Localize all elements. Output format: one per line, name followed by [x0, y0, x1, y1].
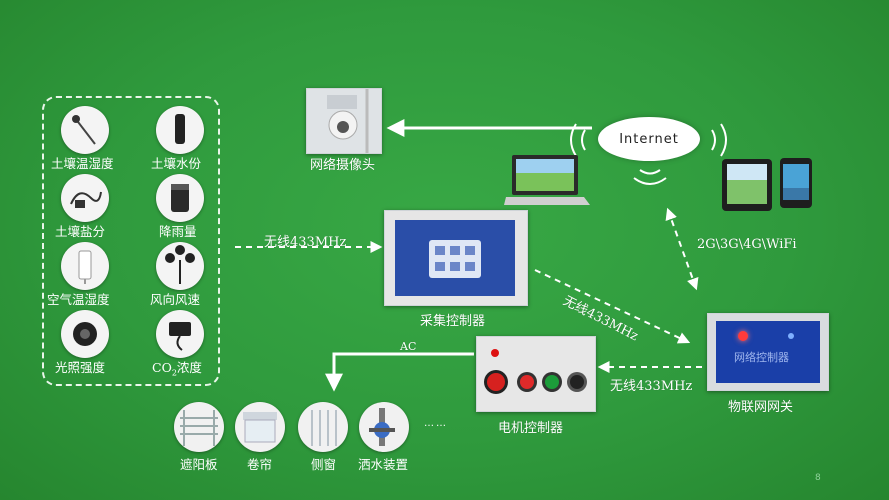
- gateway-screen: 网络控制器: [716, 321, 820, 383]
- black-indicator: [570, 375, 584, 389]
- shade-panel-icon: [174, 402, 224, 452]
- link-label-sensors-collector: 无线433MHz: [264, 235, 347, 250]
- motor-indicator-light: [491, 349, 499, 357]
- link-label-mobile: 2G\3G\4G\WiFi: [697, 237, 797, 252]
- gateway-label: 物联网网关: [728, 400, 794, 415]
- camera-label: 网络摄像头: [310, 158, 376, 173]
- anemometer-icon: [156, 242, 204, 290]
- gateway-led-blue: [788, 333, 794, 339]
- soil-moisture-sensor-icon: [156, 106, 204, 154]
- actuator-label-curtain: 卷帘: [247, 457, 273, 472]
- green-indicator: [545, 375, 559, 389]
- motor-controller-label: 电机控制器: [498, 421, 564, 436]
- sensor-label-rain: 降雨量: [159, 224, 197, 239]
- camera-icon: [307, 89, 381, 153]
- iot-gateway-photo: 网络控制器: [707, 313, 829, 391]
- side-window-icon: [298, 402, 348, 452]
- tablet-icon: [722, 159, 772, 211]
- motor-controller-photo: [476, 336, 596, 412]
- emergency-stop-button: [487, 373, 505, 391]
- internet-gateway-arrow: [665, 207, 699, 291]
- roller-curtain-icon: [235, 402, 285, 452]
- wifi-waves-bottom: [633, 169, 667, 185]
- co2-sensor-icon: [156, 310, 204, 358]
- sensor-label-wind: 风向风速: [150, 292, 201, 307]
- red-indicator: [520, 375, 534, 389]
- link-label-ac: AC: [400, 340, 417, 353]
- internet-cloud: Internet: [598, 117, 700, 161]
- sensor-group: [42, 96, 220, 386]
- actuator-label-shade: 遮阳板: [180, 457, 218, 472]
- actuator-label-window: 侧窗: [311, 457, 337, 472]
- gateway-led-red: [738, 331, 748, 341]
- sensor-label-co2: CO2浓度: [152, 360, 202, 378]
- sensor-label-soil-moisture: 土壤水份: [151, 156, 202, 171]
- sensor-label-soil-salinity: 土壤盐分: [55, 224, 106, 239]
- actuator-label-sprinkler: 洒水装置: [358, 457, 409, 472]
- light-sensor-icon: [61, 310, 109, 358]
- page-number: 8: [815, 473, 821, 483]
- sprinkler-valve-icon: [359, 402, 409, 452]
- internet-label: Internet: [619, 131, 679, 147]
- sensor-label-air-temp-humidity: 空气温湿度: [47, 292, 110, 307]
- collector-label: 采集控制器: [420, 314, 486, 329]
- air-temp-humidity-sensor-icon: [61, 242, 109, 290]
- laptop-icon: [504, 155, 590, 205]
- motor-to-actuators-arrow: [325, 352, 474, 392]
- actuator-ellipsis: ……: [424, 418, 448, 429]
- collection-controller-photo: [384, 210, 528, 306]
- soil-salinity-sensor-icon: [61, 174, 109, 222]
- network-camera-photo: [306, 88, 382, 154]
- collector-touch-panel: [429, 240, 481, 278]
- panel-grid-icon: [435, 246, 475, 271]
- smartphone-icon: [780, 158, 812, 208]
- sensor-label-light: 光照强度: [55, 360, 106, 375]
- rain-gauge-icon: [156, 174, 204, 222]
- sensor-label-soil-temp-humidity: 土壤温湿度: [51, 156, 114, 171]
- soil-temp-humidity-probe-icon: [61, 106, 109, 154]
- collector-screen: [395, 220, 515, 296]
- wifi-waves-right: [711, 123, 727, 157]
- link-label-gateway-motor: 无线433MHz: [610, 379, 693, 394]
- gateway-screen-text: 网络控制器: [734, 351, 789, 364]
- wifi-waves-left: [570, 123, 586, 157]
